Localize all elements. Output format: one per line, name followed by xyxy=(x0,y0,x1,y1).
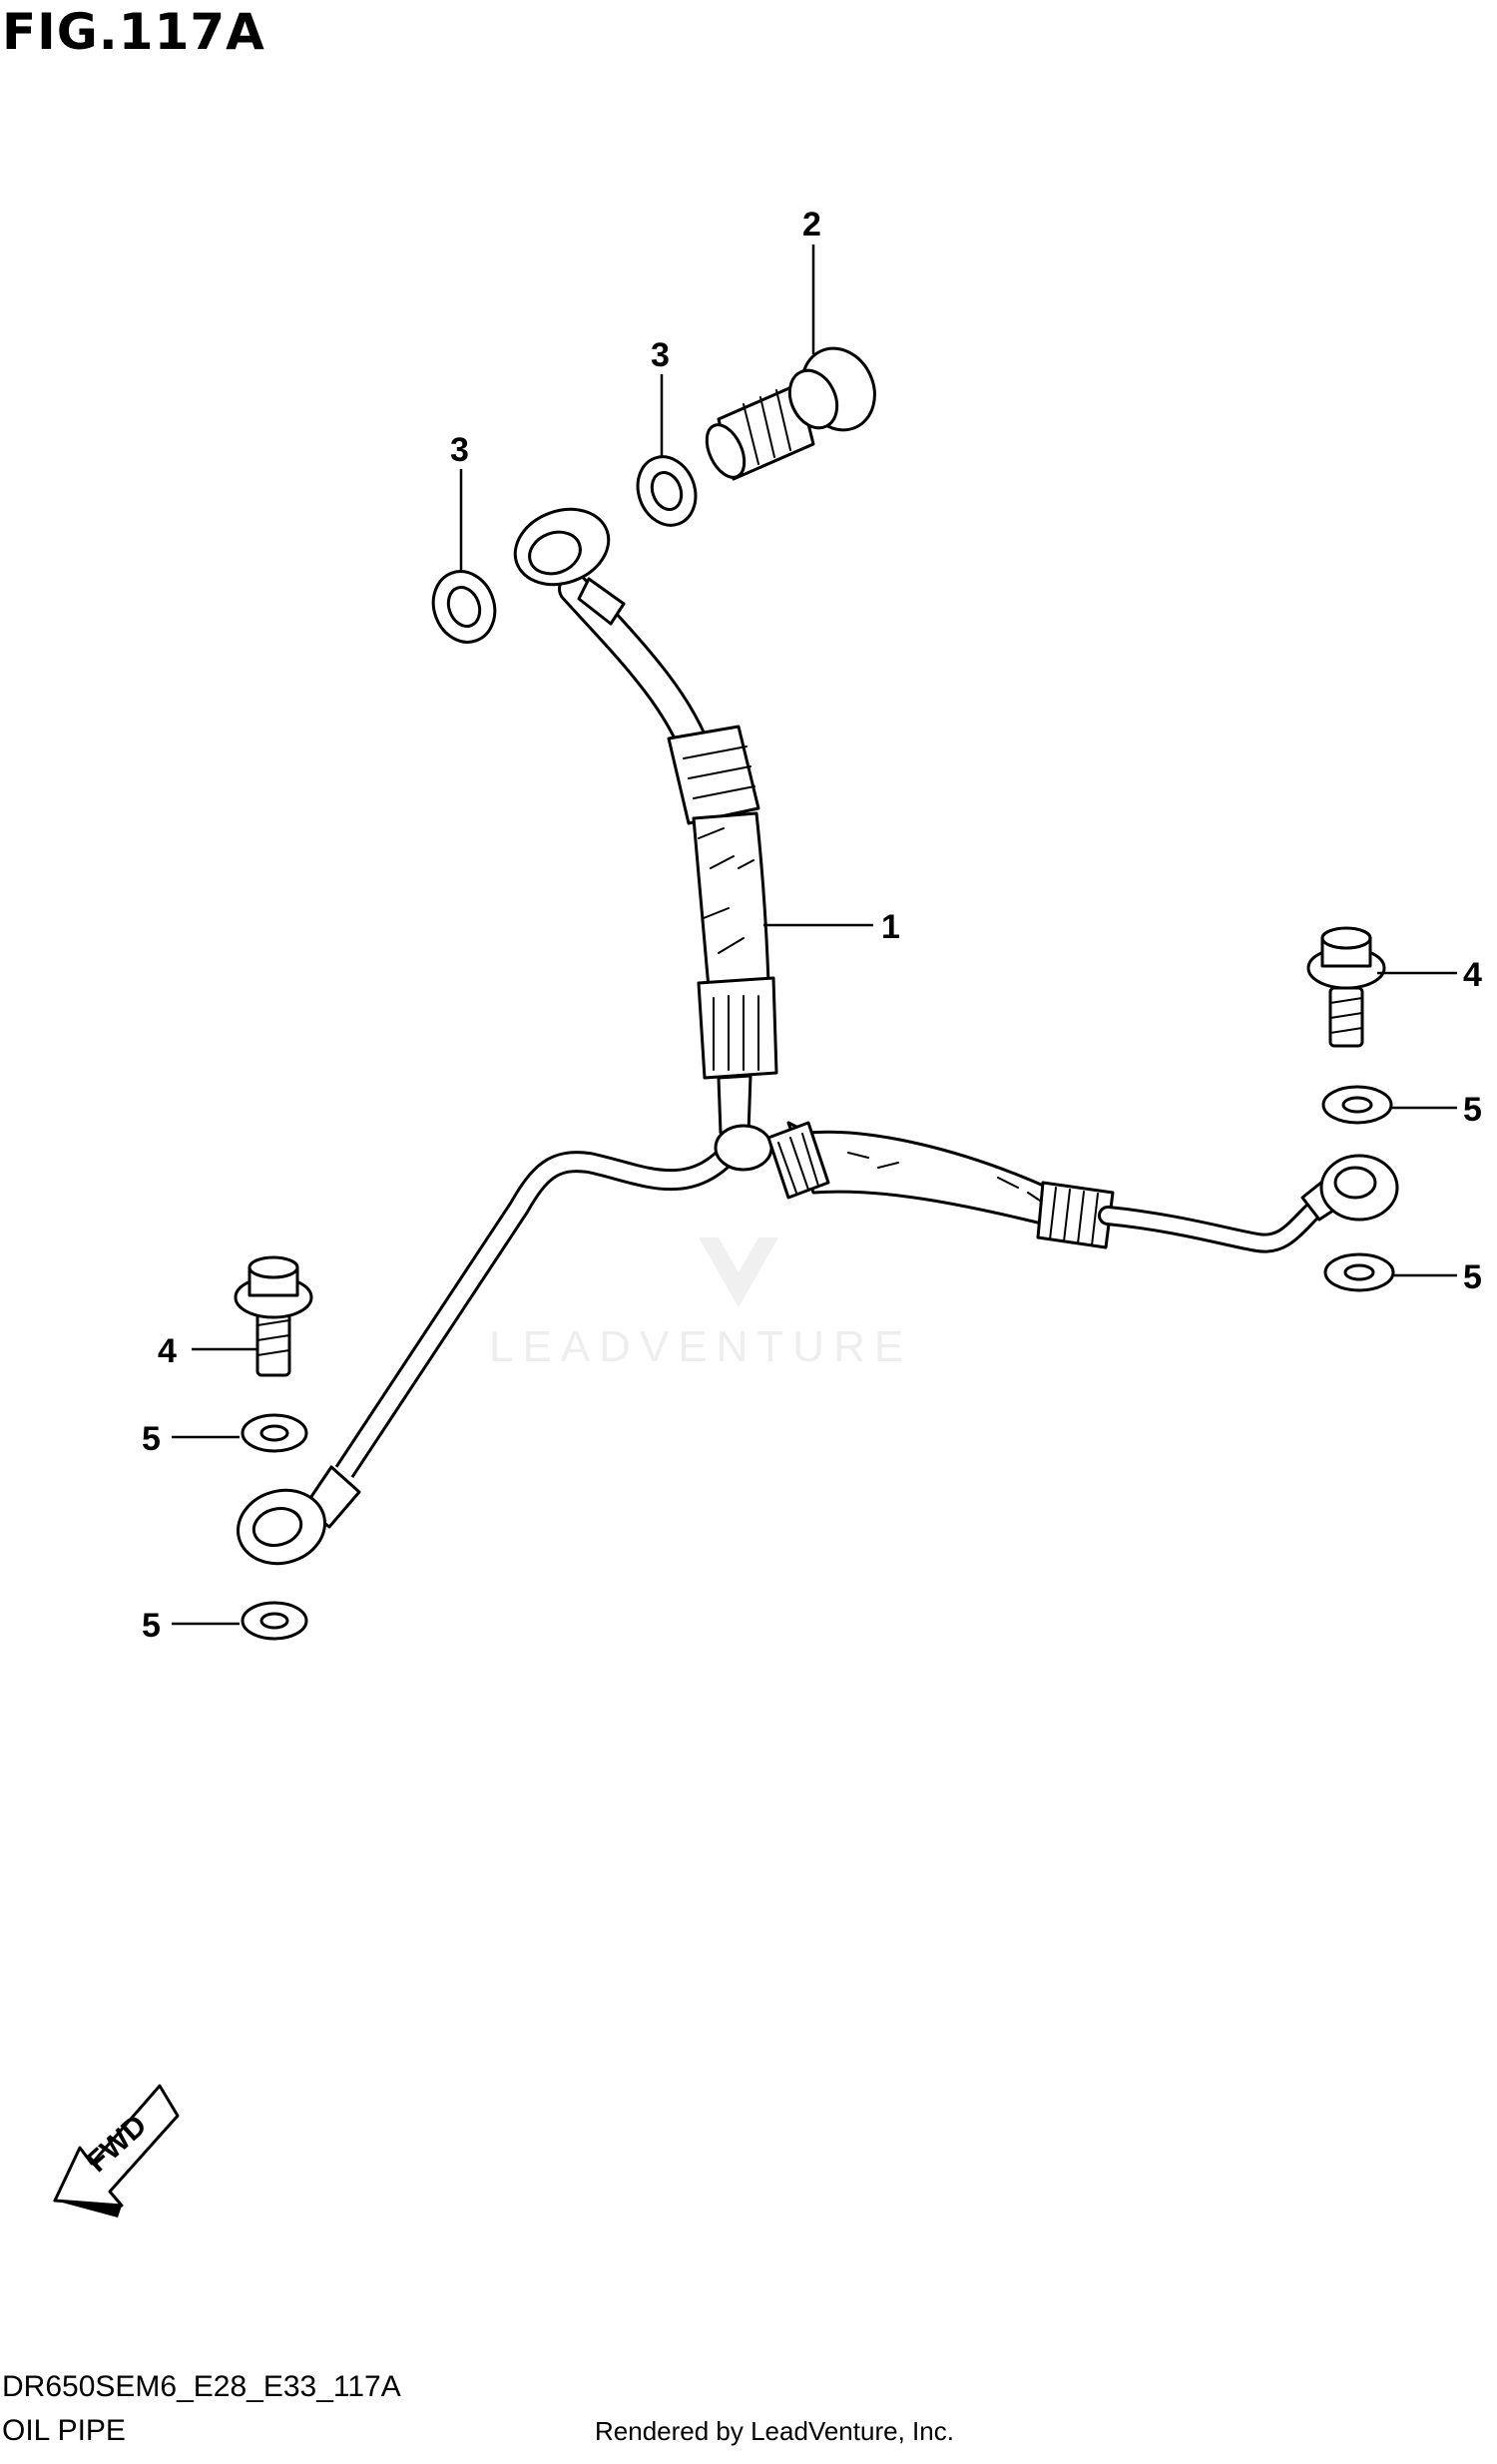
figure-title: FIG.117A xyxy=(2,3,265,61)
callout-part-3-right: 3 xyxy=(651,336,670,374)
callout-part-5-left-lower: 5 xyxy=(142,1607,161,1645)
callout-part-1: 1 xyxy=(881,908,900,946)
washer-left-lower[interactable] xyxy=(241,1601,308,1641)
callout-part-4-right: 4 xyxy=(1463,956,1482,994)
fwd-arrow-icon: FWD xyxy=(53,2084,180,2218)
callout-part-2: 2 xyxy=(802,206,821,244)
watermark: LEADVENTURE xyxy=(489,1237,912,1371)
watermark-text: LEADVENTURE xyxy=(489,1322,912,1371)
leader-lines xyxy=(172,245,1457,1626)
bolt-left[interactable] xyxy=(234,1255,313,1377)
gasket-upper-right[interactable] xyxy=(629,449,706,534)
callout-part-5-left-upper: 5 xyxy=(142,1420,161,1458)
diagram-code: DR650SEM6_E28_E33_117A xyxy=(2,2370,401,2403)
section-name: OIL PIPE xyxy=(2,2414,126,2447)
callout-part-5-right-lower: 5 xyxy=(1463,1258,1482,1296)
bolt-right[interactable] xyxy=(1306,926,1386,1048)
callout-part-3-left: 3 xyxy=(450,431,469,469)
washer-right-lower[interactable] xyxy=(1323,1252,1395,1292)
washer-right-upper[interactable] xyxy=(1321,1085,1393,1125)
union-bolt[interactable] xyxy=(700,336,888,483)
render-credit: Rendered by LeadVenture, Inc. xyxy=(595,2416,954,2446)
gasket-upper-left[interactable] xyxy=(423,563,504,651)
callout-part-5-right-upper: 5 xyxy=(1463,1091,1482,1129)
oil-pipe-assembly[interactable] xyxy=(230,497,1399,1573)
washer-left-upper[interactable] xyxy=(241,1413,308,1453)
callout-part-4-left: 4 xyxy=(158,1332,177,1370)
